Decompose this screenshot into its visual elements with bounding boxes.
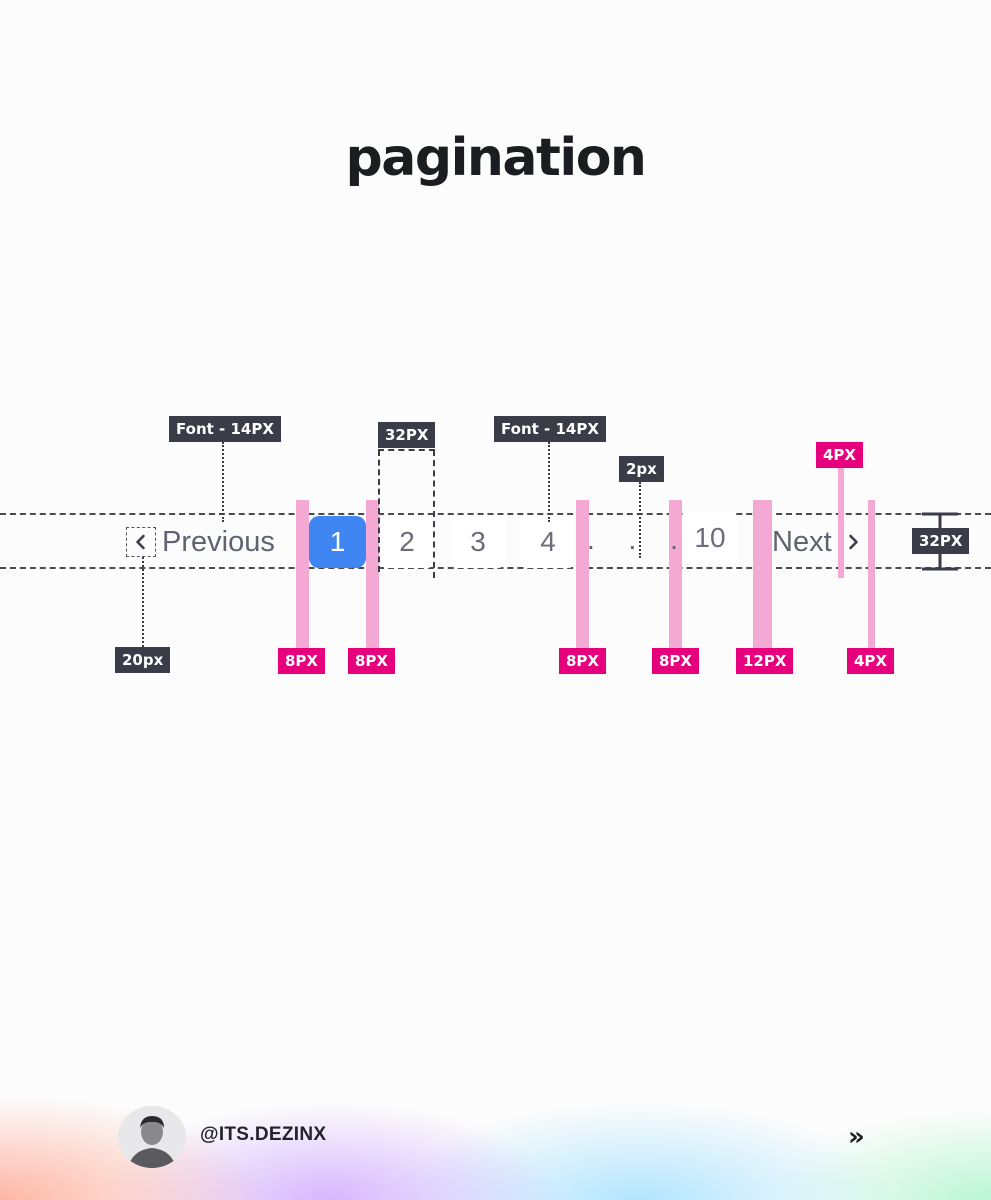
width-bracket-right	[433, 450, 435, 578]
author-handle: @ITS.DEZINX	[200, 1124, 327, 1145]
page-1-button[interactable]: 1	[309, 516, 366, 568]
next-button[interactable]: Next	[772, 526, 832, 558]
page-2-button[interactable]: 2	[379, 516, 435, 568]
previous-button[interactable]: Previous	[162, 526, 275, 558]
page-title: pagination	[345, 128, 647, 188]
icon-size-tag: 20px	[115, 647, 171, 673]
width-bracket-top	[378, 449, 435, 451]
spacing-bar	[296, 500, 309, 648]
spacing-tag: 8PX	[652, 648, 699, 674]
font-leader-line	[548, 442, 550, 522]
gap-tag: 2px	[619, 456, 664, 482]
chevron-right-icon[interactable]	[843, 532, 863, 552]
double-chevron-right-icon[interactable]: »	[848, 1122, 865, 1152]
width-tag: 32PX	[378, 422, 436, 448]
top-guide-line	[0, 513, 991, 515]
gap-leader-line	[639, 482, 641, 558]
spacing-bar	[366, 500, 379, 648]
width-bracket-left	[378, 450, 380, 572]
spacing-bar	[669, 500, 682, 648]
spacing-tag: 12PX	[736, 648, 794, 674]
chevron-left-icon[interactable]	[131, 532, 151, 552]
page-3-button[interactable]: 3	[450, 516, 506, 568]
page-4-button[interactable]: 4	[520, 516, 576, 568]
spacing-tag: 8PX	[278, 648, 325, 674]
spacing-bar	[753, 500, 772, 648]
page-10-button[interactable]: 10	[682, 512, 738, 564]
avatar	[118, 1106, 186, 1168]
font-leader-line	[222, 442, 224, 522]
spacing-bar	[868, 500, 875, 648]
spacing-tag: 4PX	[847, 648, 894, 674]
height-tag: 32PX	[912, 528, 970, 554]
gap-tag: 4PX	[816, 442, 863, 468]
font-size-tag: Font - 14PX	[169, 416, 281, 442]
font-size-tag: Font - 14PX	[494, 416, 606, 442]
prev-icon-bounds	[126, 527, 156, 557]
spacing-tag: 8PX	[348, 648, 395, 674]
spacing-bar	[576, 500, 589, 648]
spacing-tag: 8PX	[559, 648, 606, 674]
icon-leader-line	[142, 557, 144, 647]
spacing-bar	[838, 468, 844, 578]
bottom-guide-line	[0, 567, 991, 569]
